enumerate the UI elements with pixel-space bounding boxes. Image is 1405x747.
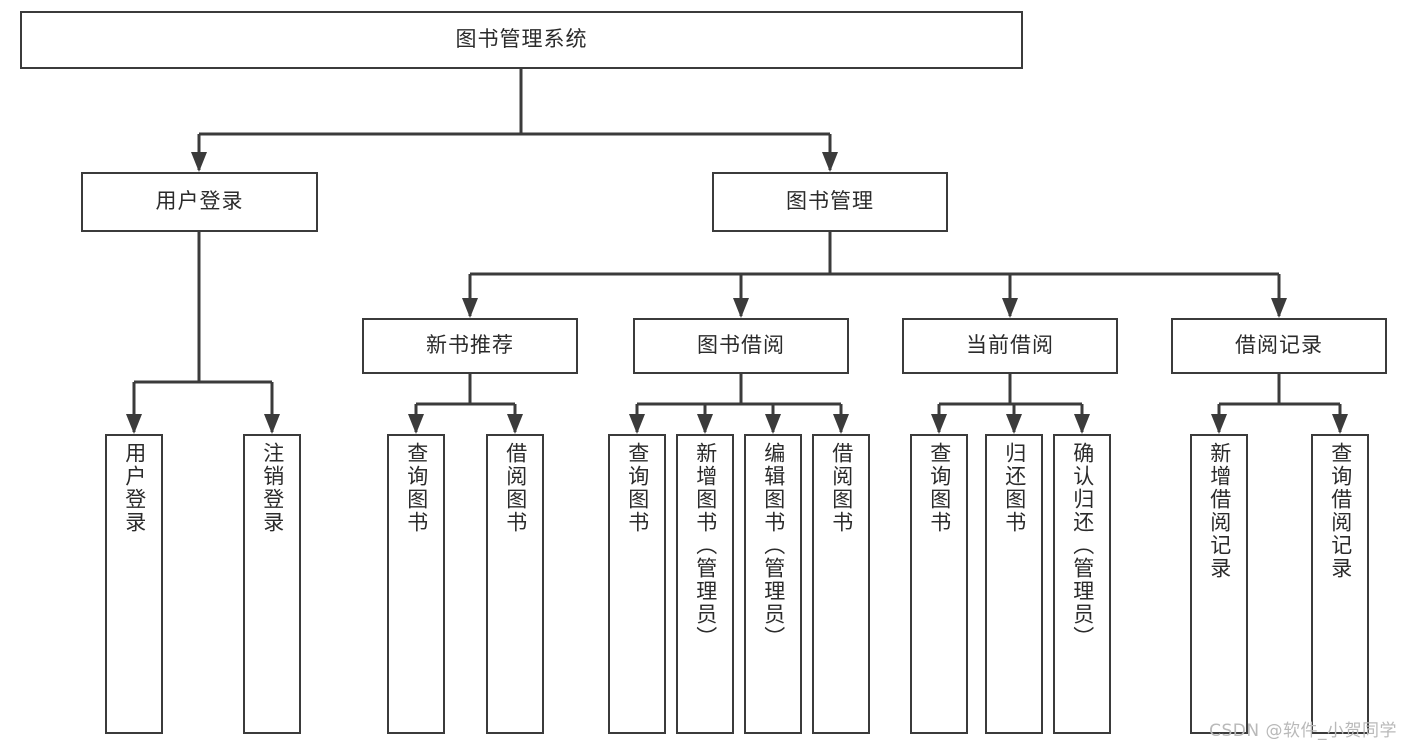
conn-book-management-arrowhead-0 [462,298,478,318]
node-label: 归还图书 [1002,442,1027,534]
conn-user-login-arrowhead-1 [264,414,280,434]
node-label: 图书管理 [786,189,874,214]
node-label: 查询图书 [625,442,650,534]
node-label: 新书推荐 [426,333,514,358]
node-label: 当前借阅 [966,333,1054,358]
node-leaf-edit-book-admin[interactable]: 编辑图书（管理员） [744,434,802,734]
node-label: 新增借阅记录 [1207,442,1232,580]
node-label: 用户登录 [155,189,244,214]
conn-current-borrow-arrowhead-1 [1006,414,1022,434]
conn-borrow-records-arrowhead-0 [1211,414,1227,434]
conn-current-borrow-arrowhead-0 [931,414,947,434]
conn-current-borrow-arrowhead-2 [1074,414,1090,434]
node-label: 新增图书（管理员） [693,442,718,649]
conn-book-borrow-arrowhead-1 [697,414,713,434]
node-label: 借阅图书 [829,442,854,534]
node-label: 图书借阅 [697,333,785,358]
conn-book-borrow-arrowhead-2 [765,414,781,434]
node-leaf-add-book-admin[interactable]: 新增图书（管理员） [676,434,734,734]
conn-book-management-arrowhead-3 [1271,298,1287,318]
node-borrow-records[interactable]: 借阅记录 [1171,318,1387,374]
node-label: 查询图书 [404,442,429,534]
node-leaf-borrow-book-1[interactable]: 借阅图书 [486,434,544,734]
node-user-login[interactable]: 用户登录 [81,172,318,232]
node-leaf-add-borrow-record[interactable]: 新增借阅记录 [1190,434,1248,734]
node-leaf-user-logout[interactable]: 注销登录 [243,434,301,734]
node-label: 编辑图书（管理员） [761,442,786,649]
node-label: 借阅记录 [1235,333,1323,358]
node-label: 查询借阅记录 [1328,442,1353,580]
node-root[interactable]: 图书管理系统 [20,11,1023,69]
node-label: 注销登录 [260,442,285,534]
node-label: 图书管理系统 [455,27,588,52]
node-leaf-query-borrow-record[interactable]: 查询借阅记录 [1311,434,1369,734]
conn-book-borrow-arrowhead-0 [629,414,645,434]
node-label: 借阅图书 [503,442,528,534]
node-leaf-confirm-return-admin[interactable]: 确认归还（管理员） [1053,434,1111,734]
conn-root-arrowhead-0 [191,152,207,172]
node-leaf-borrow-book-2[interactable]: 借阅图书 [812,434,870,734]
conn-borrow-records-arrowhead-1 [1332,414,1348,434]
conn-book-management-arrowhead-1 [733,298,749,318]
node-leaf-query-book-2[interactable]: 查询图书 [608,434,666,734]
conn-new-book-recommend-arrowhead-1 [507,414,523,434]
node-leaf-query-book-1[interactable]: 查询图书 [387,434,445,734]
conn-user-login-arrowhead-0 [126,414,142,434]
node-leaf-user-login[interactable]: 用户登录 [105,434,163,734]
node-current-borrow[interactable]: 当前借阅 [902,318,1118,374]
conn-book-management-arrowhead-2 [1002,298,1018,318]
node-label: 用户登录 [122,442,147,534]
node-book-management[interactable]: 图书管理 [712,172,948,232]
node-label: 确认归还（管理员） [1070,442,1095,649]
conn-root-arrowhead-1 [822,152,838,172]
conn-new-book-recommend-arrowhead-0 [408,414,424,434]
node-book-borrow[interactable]: 图书借阅 [633,318,849,374]
node-leaf-return-book[interactable]: 归还图书 [985,434,1043,734]
node-label: 查询图书 [927,442,952,534]
node-new-book-recommend[interactable]: 新书推荐 [362,318,578,374]
node-leaf-query-book-3[interactable]: 查询图书 [910,434,968,734]
conn-book-borrow-arrowhead-3 [833,414,849,434]
